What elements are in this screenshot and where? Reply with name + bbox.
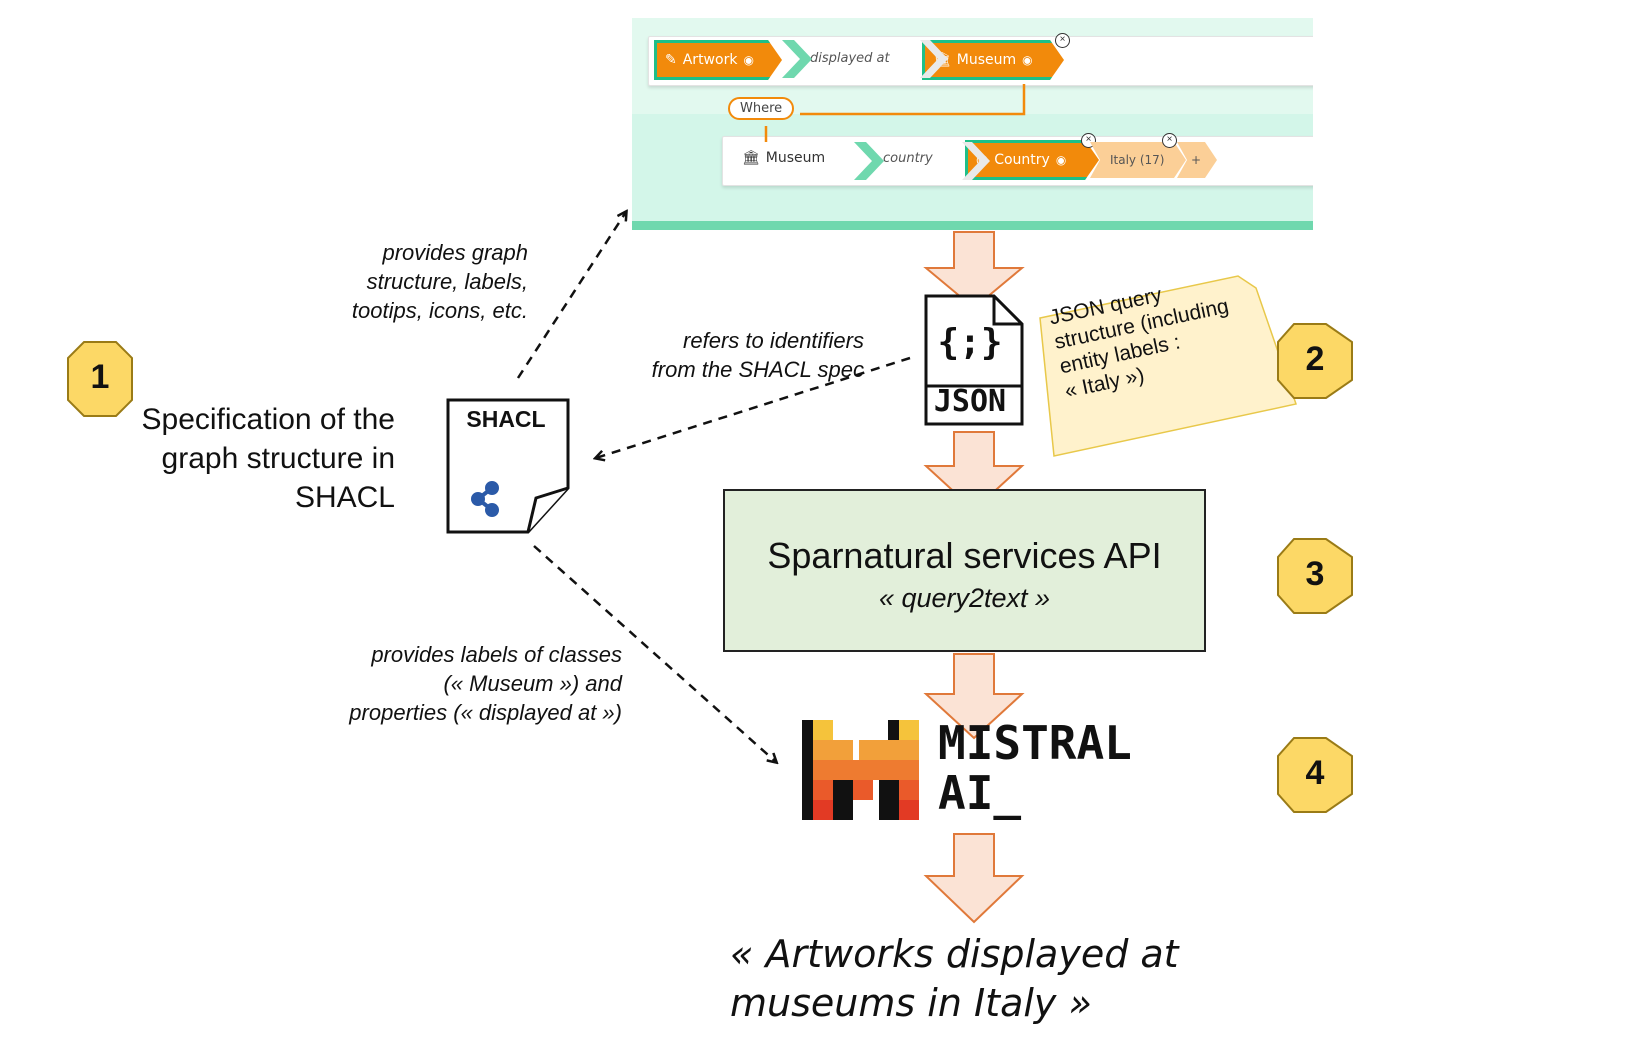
value-label: Italy (17) [1110,153,1165,167]
museum-chip[interactable]: 🏛 Museum ◉ [922,40,1064,80]
arrow-shacl-to-mistral [533,545,776,762]
chevron-arrow-icon [962,142,990,180]
shacl-label: SHACL [466,406,546,432]
annotation-line: from the SHACL spec [651,357,864,382]
step-number-1: 1 [90,358,110,396]
predicate-country[interactable]: country [883,151,933,166]
sticky-note [1039,275,1297,457]
json-label: JSON [933,384,1007,419]
eye-icon[interactable]: ◉ [743,53,754,67]
close-icon[interactable]: × [1162,133,1177,148]
query-builder-panel: ✎ Artwork ◉ displayed at 🏛 Museum ◉ × Wh… [632,18,1313,230]
step-number-4: 4 [1305,754,1325,792]
step-number-2: 2 [1305,340,1325,378]
annotation-line: tootips, icons, etc. [351,298,528,323]
step-badge-4 [1277,737,1353,813]
output-line: museums in Italy » [730,981,1092,1025]
sparnatural-api-box: Sparnatural services API « query2text » [723,489,1206,652]
flow-arrow-2 [923,431,1025,512]
annotation-line: structure, labels, [366,269,528,294]
json-braces-glyph: {;} [937,322,1003,363]
annotation-provides-labels: provides labels of classes (« Museum ») … [349,640,622,727]
flow-arrow-1 [923,231,1025,310]
flow-arrow-3 [923,653,1025,740]
museum-chip-label: Museum [956,52,1017,68]
add-icon: + [1191,153,1202,167]
api-subtitle: « query2text » [878,583,1051,613]
museum-subject-chip[interactable]: 🏛 Museum [742,150,825,166]
generated-text-output: « Artworks displayed at museums in Italy… [730,930,1179,1028]
museum-icon: 🏛 [742,150,760,166]
shacl-description-line: Specification of the [141,403,396,436]
annotation-line: properties (« displayed at ») [349,700,622,725]
annotation-line: provides graph [382,240,528,265]
shacl-document-icon [446,398,570,534]
shacl-description: Specification of the graph structure in … [142,400,396,517]
dashed-arrows [516,212,911,762]
artwork-chip-label: Artwork [682,52,738,68]
where-pill[interactable]: Where [728,97,795,120]
predicate-displayed-at[interactable]: displayed at [810,51,890,66]
eye-icon[interactable]: ◉ [1022,53,1033,67]
paintbrush-icon: ✎ [665,52,677,68]
mistral-wordmark-line: AI_ [938,766,1022,820]
arrow-shacl-to-query-builder [516,212,626,379]
annotation-line: (« Museum ») and [443,671,622,696]
artwork-chip[interactable]: ✎ Artwork ◉ [654,40,782,80]
annotation-provides-graph: provides graph structure, labels, tootip… [352,238,528,325]
predicate-label: country [883,151,933,166]
output-line: « Artworks displayed at [730,932,1179,976]
rdf-graph-icon [471,481,499,517]
step-badges [67,323,1353,813]
step-badge-2 [1277,323,1353,399]
annotation-line: provides labels of classes [371,642,622,667]
chevron-arrow-icon [920,40,948,78]
annotation-line: refers to identifiers [683,328,864,353]
json-file-icon [924,294,1024,426]
flow-arrows [923,231,1025,924]
eye-icon[interactable]: ◉ [1055,153,1067,167]
country-chip-label: Country [994,152,1050,168]
mistral-logo-icon [802,720,919,820]
shacl-description-line: SHACL [294,481,395,514]
query-builder-bottom-line [632,221,1313,230]
step-badge-3 [1277,538,1353,614]
api-title: Sparnatural services API [767,535,1162,576]
museum-subject-label: Museum [765,150,826,166]
mistral-wordmark-line: MISTRAL [938,716,1132,770]
where-connector-line [800,84,1026,116]
chevron-arrow-icon [782,40,812,78]
italy-value-chip[interactable]: Italy (17) [1090,142,1186,178]
close-icon[interactable]: × [1055,33,1070,48]
flow-arrow-4 [923,833,1025,924]
query-builder-connectors [764,40,1026,180]
step-badge-1 [67,341,133,417]
annotation-refers-to: refers to identifiers from the SHACL spe… [652,326,864,384]
step-number-3: 3 [1305,555,1325,593]
chevron-arrow-icon [854,142,884,180]
arrow-json-to-shacl [596,356,911,458]
mistral-wordmark: MISTRAL AI_ [938,718,1132,818]
where-label: Where [740,101,783,116]
predicate-label: displayed at [810,51,890,66]
shacl-description-line: graph structure in [161,442,395,475]
